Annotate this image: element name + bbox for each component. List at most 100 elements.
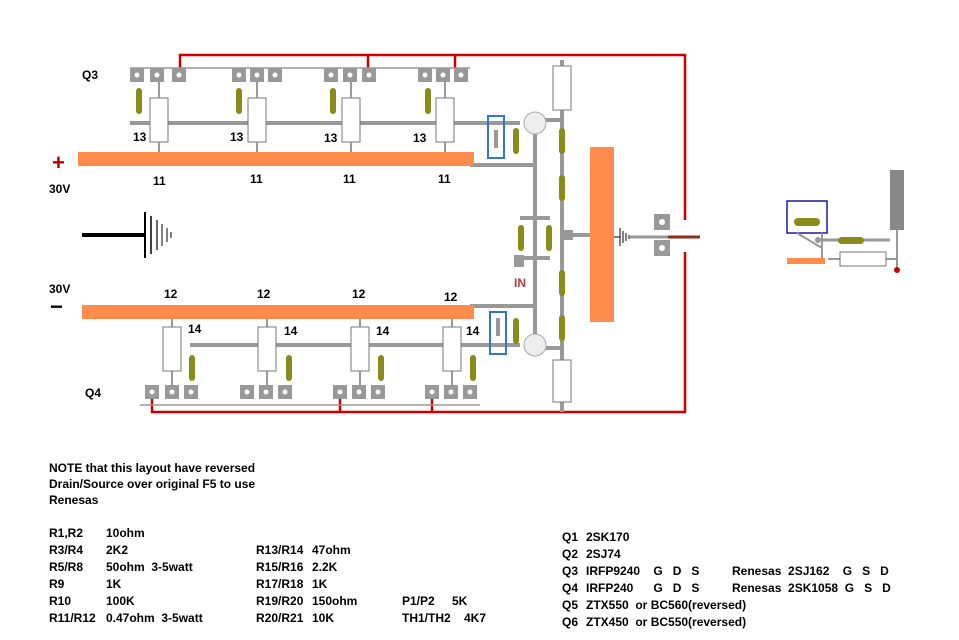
q4-label: Q4 (85, 386, 102, 400)
part-value: 2.2K (312, 560, 338, 574)
transistor-row: Q5 ZTX550 or BC560(reversed) (562, 597, 891, 614)
part-value: 2K2 (106, 543, 129, 557)
red-wire-bottom (150, 252, 687, 414)
transistor-value: IRFP240 G D S (586, 581, 700, 595)
part-row: R10 100K (49, 593, 203, 610)
part-value: 1K (312, 577, 328, 591)
part-ref: R3/R4 (49, 543, 84, 557)
ground-symbol (82, 212, 172, 258)
resistor-12-label: 12 (164, 287, 178, 301)
part-value: 100K (106, 594, 135, 608)
part-row: R3/R4 2K2 (49, 542, 203, 559)
note-line: Drain/Source over original F5 to use (49, 477, 256, 491)
part-ref: P1/P2 (402, 594, 435, 608)
resistors-output (552, 65, 572, 403)
transistor-value: ZTX450 or BC550(reversed) (586, 615, 747, 629)
transistor-value: IRFP9240 G D S (586, 564, 700, 578)
output-rail (590, 147, 614, 322)
resistor-13-label: 13 (133, 130, 147, 144)
transistor-list: Q1 2SK170 Q2 2SJ74 Q3 IRFP9240 G D S Renesas… (562, 529, 891, 631)
part-value: 5K (452, 594, 468, 608)
power-rails (78, 147, 614, 322)
part-ref: R5/R8 (49, 560, 84, 574)
transistor-value: 2SK170 (586, 530, 630, 544)
voltage-bottom-label: 30V (49, 282, 71, 296)
part-value: 10ohm (106, 526, 145, 540)
part-value: 50ohm 3-5watt (106, 560, 193, 574)
transistor-value: 2SJ74 (586, 547, 621, 561)
part-row: R1,R2 10ohm (49, 525, 203, 542)
note-line: Renesas (49, 493, 99, 507)
transistor-ref: Q5 (562, 598, 579, 612)
part-row: R11/R12 0.47ohm 3-5watt (49, 610, 203, 627)
transistor-ref: Q3 (562, 564, 579, 578)
part-ref: R1,R2 (49, 526, 84, 540)
part-ref: R19/R20 (256, 594, 304, 608)
part-ref: R11/R12 (49, 611, 96, 625)
q4-pads (145, 385, 477, 399)
positive-sign: + (52, 150, 65, 175)
q3-label: Q3 (82, 68, 99, 82)
parts-list-col2: R13/R14 47ohm R15/R16 2.2K R17/R18 1K R19/R… (256, 542, 357, 627)
resistor-13-label: 13 (324, 131, 338, 145)
grey-traces (130, 60, 668, 412)
parts-list-col1: R1,R2 10ohm R3/R4 2K2 R5/R8 50ohm 3-5watt R… (49, 525, 203, 627)
part-ref: R15/R16 (256, 560, 304, 574)
part-row: R9 1K (49, 576, 203, 593)
resistor-11-label: 11 (438, 172, 451, 186)
resistors-13 (149, 97, 455, 143)
voltage-top-label: 30V (49, 182, 71, 196)
part-ref: R20/R21 (256, 611, 304, 625)
ground-symbol-small (614, 228, 630, 246)
resistor-14-label: 14 (188, 322, 202, 336)
resistors-14 (162, 326, 462, 372)
layout-note: NOTE that this layout have reversed Drai… (49, 460, 255, 508)
resistor-11-label: 11 (153, 174, 166, 188)
negative-rail (82, 305, 474, 319)
input-label: IN (514, 276, 526, 290)
parts-list-col3: P1/P2 5K TH1/TH2 4K7 (402, 593, 486, 627)
part-row: P1/P2 5K (402, 593, 486, 610)
part-ref: R17/R18 (256, 577, 304, 591)
negative-sign: − (50, 294, 63, 319)
part-row: TH1/TH2 4K7 (402, 610, 486, 627)
part-value: 1K (106, 577, 122, 591)
resistor-12-label: 12 (352, 287, 366, 301)
resistor-14-label: 14 (284, 324, 298, 338)
capacitors (136, 88, 565, 381)
input-pads (514, 230, 573, 267)
transistor-ref: Q2 (562, 547, 579, 561)
transistor-row: Q6 ZTX450 or BC550(reversed) (562, 614, 891, 631)
part-value: 47ohm (312, 543, 351, 557)
part-row: R15/R16 2.2K (256, 559, 357, 576)
part-row: R20/R21 10K (256, 610, 357, 627)
red-wire-top (178, 53, 687, 220)
small-transistors (523, 111, 547, 357)
part-value: 4K7 (464, 611, 487, 625)
transistor-row: Q2 2SJ74 (562, 546, 891, 563)
part-value: 10K (312, 611, 335, 625)
resistor-13-label: 13 (413, 131, 427, 145)
detail-diagram (786, 170, 904, 273)
part-row: R5/R8 50ohm 3-5watt (49, 559, 203, 576)
part-value: 0.47ohm 3-5watt (106, 611, 203, 625)
part-row: R17/R18 1K (256, 576, 357, 593)
part-ref: R9 (49, 577, 65, 591)
transistor-ref: Q4 (562, 581, 579, 595)
part-ref: TH1/TH2 (402, 611, 451, 625)
note-line: NOTE that this layout have reversed (49, 461, 256, 475)
transistor-alt: Renesas 2SK1058 G S D (732, 581, 891, 595)
resistor-12-label: 12 (444, 290, 458, 304)
part-ref: R10 (49, 594, 72, 608)
resistor-11-label: 11 (343, 172, 356, 186)
trimmers (487, 115, 507, 355)
pcb-layout-diagram (78, 53, 904, 414)
positive-rail (78, 152, 474, 166)
transistor-ref: Q6 (562, 615, 579, 629)
part-ref: R13/R14 (256, 543, 304, 557)
resistor-13-label: 13 (230, 130, 244, 144)
transistor-ref: Q1 (562, 530, 579, 544)
transistor-value: ZTX550 or BC560(reversed) (586, 598, 747, 612)
resistor-14-label: 14 (466, 324, 480, 338)
